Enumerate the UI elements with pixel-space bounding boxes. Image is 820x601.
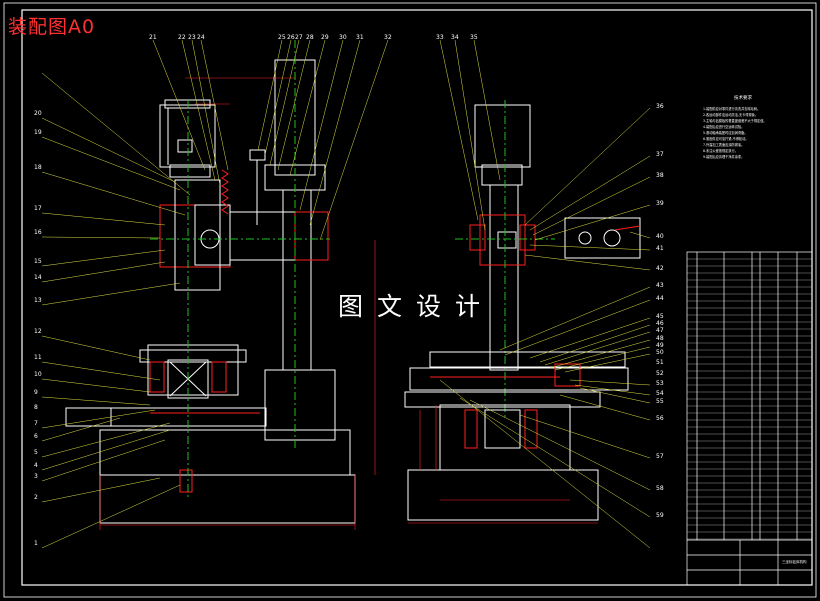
balloon-number: 3 — [34, 473, 38, 480]
balloon-number: 18 — [34, 164, 42, 171]
balloon-number: 28 — [306, 34, 314, 41]
tech-line: 3.主轴与钻模板的垂直度误差不大于规定值。 — [703, 119, 767, 123]
parts-list-rows — [687, 258, 812, 540]
tech-requirements-heading: 技术要求 — [734, 96, 752, 101]
balloon-number: 5 — [34, 449, 38, 456]
balloon-number: 56 — [656, 415, 664, 422]
watermark: 图文设计 — [338, 292, 495, 321]
balloon-number: 50 — [656, 349, 664, 356]
tech-line: 8.未注公差按规定执行。 — [703, 149, 738, 153]
balloon-number: 6 — [34, 433, 38, 440]
balloon-number: 25 — [278, 34, 286, 41]
balloon-number: 45 — [656, 313, 664, 320]
balloon-number: 29 — [321, 34, 329, 41]
balloon-number: 40 — [656, 233, 664, 240]
balloon-number: 38 — [656, 172, 664, 179]
balloon-number: 58 — [656, 485, 664, 492]
balloon-number: 37 — [656, 151, 664, 158]
tech-line: 2.各运动部件应运动灵活,无卡滞现象。 — [703, 113, 759, 117]
balloon-number: 57 — [656, 453, 664, 460]
balloon-number: 2 — [34, 494, 38, 501]
balloon-number: 52 — [656, 370, 664, 377]
balloon-number: 33 — [436, 34, 444, 41]
balloon-number: 46 — [656, 320, 664, 327]
balloon-number: 42 — [656, 265, 664, 272]
front-view — [65, 40, 356, 524]
front-dimensions — [99, 77, 376, 530]
balloon-number: 24 — [197, 34, 205, 41]
balloon-number: 35 — [470, 34, 478, 41]
balloon-number: 15 — [34, 258, 42, 265]
side-dimensions — [408, 405, 598, 524]
balloon-number: 32 — [384, 34, 392, 41]
balloon-number: 39 — [656, 200, 664, 207]
balloon-number: 55 — [656, 398, 664, 405]
tech-line: 5.滚动轴承装配时应加润滑脂。 — [703, 131, 748, 135]
balloon-number: 19 — [34, 129, 42, 136]
leader-lines-left — [41, 39, 389, 549]
technical-requirements: 技术要求 1.装配前应对零件进行清洗并去除毛刺。 2.各运动部件应运动灵活,无卡… — [703, 96, 783, 160]
balloon-number: 49 — [656, 342, 664, 349]
balloon-number: 1 — [34, 540, 38, 547]
tech-line: 4.装配后应进行空运转试验。 — [703, 125, 745, 129]
balloon-number: 41 — [656, 245, 664, 252]
balloon-number: 21 — [149, 34, 157, 41]
tech-line: 9.装配后应清理干净并涂漆。 — [703, 155, 745, 159]
balloon-number: 4 — [34, 462, 38, 469]
balloon-number: 51 — [656, 359, 664, 366]
balloon-number: 7 — [34, 420, 38, 427]
balloon-number: 16 — [34, 229, 42, 236]
leader-lines-right — [439, 39, 651, 549]
balloon-number: 27 — [295, 34, 303, 41]
balloon-number: 31 — [356, 34, 364, 41]
balloon-number: 47 — [656, 327, 664, 334]
balloon-number: 30 — [339, 34, 347, 41]
balloon-number: 13 — [34, 297, 42, 304]
balloon-number: 10 — [34, 371, 42, 378]
balloon-number: 22 — [178, 34, 186, 41]
balloon-number: 8 — [34, 404, 38, 411]
balloon-number: 44 — [656, 295, 664, 302]
balloon-number: 14 — [34, 274, 42, 281]
balloon-number: 54 — [656, 390, 664, 397]
balloon-number: 59 — [656, 512, 664, 519]
sheet-title: 装配图A0 — [8, 16, 96, 38]
balloon-number: 53 — [656, 380, 664, 387]
balloon-number: 9 — [34, 389, 38, 396]
balloon-number: 23 — [188, 34, 196, 41]
balloon-number: 20 — [34, 110, 42, 117]
drawing-name: 三坐标钻床机构 — [782, 560, 807, 564]
outer-border — [3, 2, 817, 598]
balloon-number: 36 — [656, 103, 664, 110]
tech-line: 7.外露加工表面应涂防锈油。 — [703, 143, 745, 147]
balloon-number: 34 — [451, 34, 459, 41]
balloon-number: 48 — [656, 335, 664, 342]
balloon-number: 17 — [34, 205, 42, 212]
tech-line: 1.装配前应对零件进行清洗并去除毛刺。 — [703, 107, 761, 111]
balloon-number: 12 — [34, 328, 42, 335]
tech-line: 6.紧固件应可靠拧紧,不得松动。 — [703, 137, 749, 141]
balloon-number: 11 — [34, 354, 42, 361]
balloon-number: 26 — [287, 34, 295, 41]
parts-list-frame — [686, 251, 813, 586]
balloon-number: 43 — [656, 282, 664, 289]
